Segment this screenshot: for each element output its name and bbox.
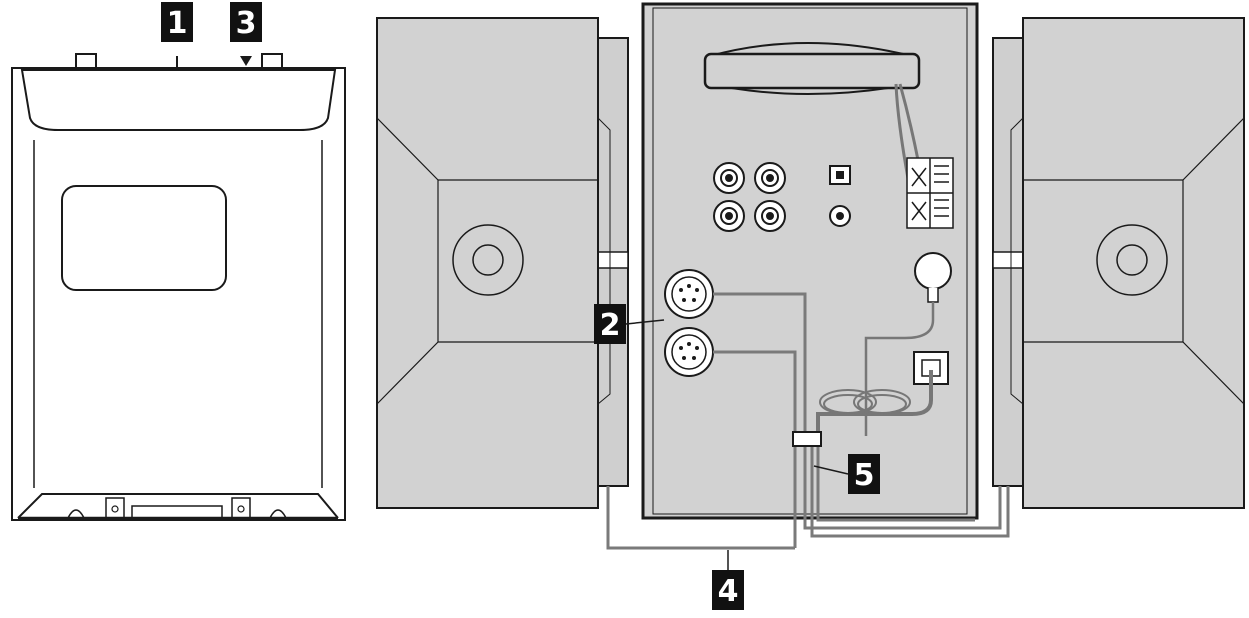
svg-text:5: 5 <box>854 458 875 493</box>
unit-top-view <box>11 53 346 521</box>
unit-clip-right <box>231 497 251 519</box>
speaker-right <box>992 17 1245 509</box>
svg-text:3: 3 <box>236 6 257 41</box>
unit-top-body <box>11 67 346 521</box>
unit-top-window <box>61 185 227 291</box>
unit-tab-right <box>261 53 283 69</box>
speaker-cables <box>606 292 1010 550</box>
unit-tab-left <box>75 53 97 69</box>
cable-clamp <box>792 431 822 447</box>
callout-1: 1 <box>161 2 193 42</box>
svg-text:1: 1 <box>167 6 188 41</box>
antenna-terminals <box>906 157 954 229</box>
rca-jacks <box>713 162 786 232</box>
svg-text:2: 2 <box>600 308 621 343</box>
speaker-din-jacks <box>664 269 714 377</box>
unit-clip-left <box>105 497 125 519</box>
coiled-cord <box>819 389 911 415</box>
speaker-left <box>376 17 629 509</box>
rear-panel-inner <box>652 7 968 515</box>
speaker-left-cone-inner <box>472 244 504 276</box>
speaker-right-cone-inner <box>1116 244 1148 276</box>
callout-5: 5 <box>813 454 880 494</box>
callout-3: 3 <box>230 2 262 42</box>
callout-4: 4 <box>712 550 744 610</box>
callout-2: 2 <box>594 304 665 344</box>
unit-top-hump <box>20 69 337 131</box>
am-loop-plug <box>914 252 952 290</box>
svg-text:4: 4 <box>718 574 739 609</box>
